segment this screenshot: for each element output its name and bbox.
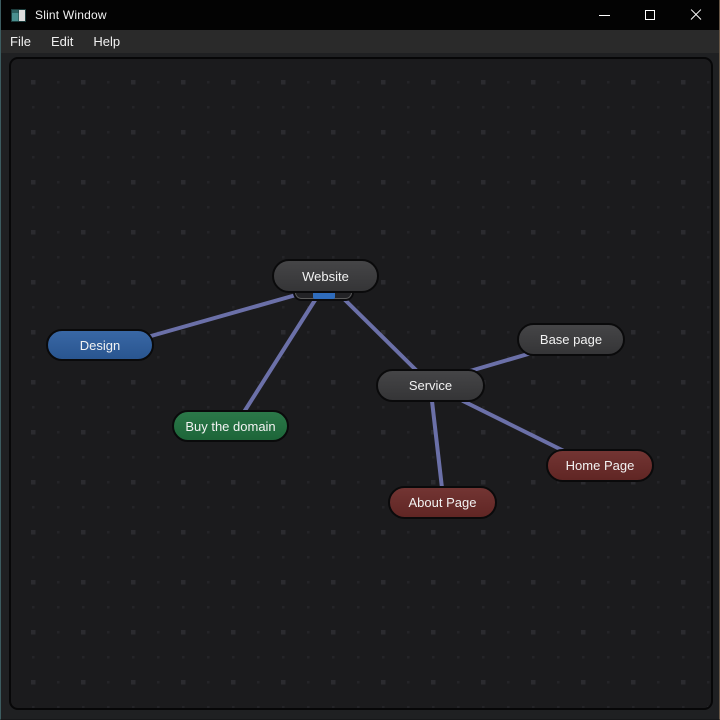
menu-item-file[interactable]: File — [10, 34, 31, 49]
dot-grid-background — [11, 59, 711, 708]
graph-node-design[interactable]: Design — [46, 329, 154, 361]
node-label: Website — [302, 268, 349, 284]
title-bar: Slint Window — [1, 0, 719, 30]
menu-bar: File Edit Help — [1, 30, 719, 53]
node-label: About Page — [408, 495, 477, 510]
node-label: Base page — [539, 332, 603, 347]
menu-item-edit[interactable]: Edit — [50, 34, 74, 49]
node-label: Buy the domain — [185, 418, 276, 434]
minimize-button[interactable] — [581, 0, 627, 30]
maximize-icon — [645, 10, 655, 20]
close-icon — [690, 9, 702, 21]
node-label: Service — [408, 378, 453, 393]
minimize-icon — [598, 14, 610, 16]
graph-node-service[interactable]: Service — [376, 369, 485, 402]
graph-node-about-page[interactable]: About Page — [388, 486, 497, 519]
window-title: Slint Window — [35, 8, 107, 22]
graph-node-home-page[interactable]: Home Page — [546, 449, 654, 482]
maximize-button[interactable] — [627, 0, 673, 30]
node-label: Home Page — [565, 458, 635, 473]
menu-item-help[interactable]: Help — [93, 34, 121, 49]
graph-node-base-page[interactable]: Base page — [517, 323, 625, 356]
graph-node-website[interactable]: Website — [272, 259, 379, 293]
graph-node-buy-the-domain[interactable]: Buy the domain — [172, 410, 289, 442]
close-button[interactable] — [673, 0, 719, 30]
node-label: Design — [79, 337, 121, 353]
slint-logo-icon — [11, 8, 26, 22]
graph-canvas[interactable] — [9, 57, 713, 710]
